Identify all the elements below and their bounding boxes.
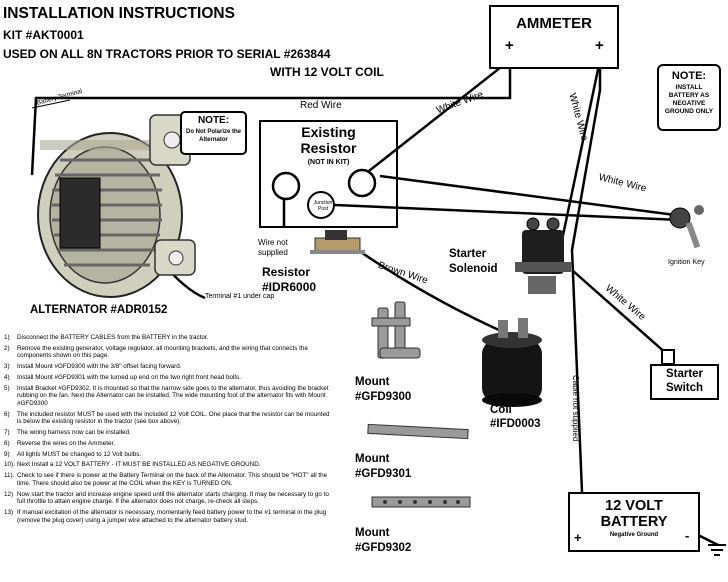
mount-gfd9301-icon	[367, 423, 469, 440]
battery-subtitle: Negative Ground	[609, 532, 659, 538]
battery-label-1: 12 VOLT	[605, 498, 663, 514]
alternator-note-text: Do Not Polarize the Alternator	[185, 129, 241, 143]
coil-label-2: #IFD0003	[490, 418, 541, 430]
instruction-step: 1)Disconnect the BATTERY CABLES from the…	[4, 334, 209, 341]
white-wire-path-5	[571, 269, 669, 356]
ammeter-plus-right: +	[595, 37, 604, 54]
mount-gfd9300-icon	[371, 301, 421, 359]
mount-gfd9302-label-2: #GFD9302	[355, 542, 412, 554]
tractor-applicability: USED ON ALL 8N TRACTORS PRIOR TO SERIAL …	[3, 47, 331, 61]
kit-number: KIT #AKT0001	[3, 28, 84, 42]
battery-label-2: BATTERY	[600, 514, 668, 530]
resistor-part-label-2: #IDR6000	[262, 280, 317, 294]
wire-not-supplied-2: supplied	[258, 248, 288, 257]
instruction-step: 9)All lights MUST be changed to 12 Volt …	[4, 450, 142, 458]
resistor-part-icon	[310, 230, 365, 254]
starter-solenoid-label-1: Starter	[449, 248, 487, 260]
starter-switch-box: Starter Switch	[650, 364, 719, 400]
starter-solenoid-label-2: Solenoid	[449, 263, 498, 275]
coil-icon	[482, 318, 542, 407]
coil-note: WITH 12 VOLT COIL	[270, 65, 384, 79]
instruction-list: 1)Disconnect the BATTERY CABLES from the…	[4, 334, 334, 527]
starter-switch-terminal	[661, 349, 675, 365]
alternator-note-title: NOTE:	[197, 115, 230, 126]
junction-post-label: Junction Post	[313, 200, 333, 212]
ammeter-plus-left: +	[505, 37, 514, 54]
instruction-step: 13)If manual excitation of the alternato…	[4, 508, 327, 524]
terminal-1-label: Terminal #1 under cap	[205, 293, 275, 300]
existing-resistor-box: Existing Resistor (NOT IN KIT) Junction …	[259, 120, 398, 228]
alternator-icon	[37, 114, 196, 298]
instruction-step: 8)Reverse the wires on the Ammeter.	[4, 439, 115, 447]
mount-gfd9302-label-1: Mount	[355, 527, 390, 539]
starter-solenoid-icon	[515, 217, 571, 294]
battery-box: 12 VOLT BATTERY Negative Ground + -	[568, 492, 700, 552]
instruction-step: 12)Now start the tractor and increase en…	[4, 490, 329, 506]
white-wire-path-2	[560, 59, 602, 241]
brown-wire-path	[354, 246, 511, 337]
instruction-step: 2)Remove the existing generator, voltage…	[4, 344, 308, 360]
instruction-step: 7)The wiring harness now can be installe…	[4, 429, 131, 437]
battery-note-text: INSTALL BATTERY AS NEGATIVE GROUND ONLY	[664, 84, 714, 115]
instruction-step: 3)Install Mount #GFD9300 with the 3/8" o…	[4, 363, 182, 371]
battery-note: NOTE: INSTALL BATTERY AS NEGATIVE GROUND…	[657, 64, 721, 131]
existing-resistor-title-1: Existing	[301, 124, 356, 140]
red-wire-path	[30, 60, 512, 176]
battery-plus: +	[574, 530, 582, 545]
mount-gfd9300-label-2: #GFD9300	[355, 391, 412, 403]
white-wire-path-4	[334, 203, 681, 222]
page-title: INSTALLATION INSTRUCTIONS	[3, 5, 235, 22]
alternator-label: ALTERNATOR #ADR0152	[30, 304, 168, 316]
red-wire-label: Red Wire	[300, 100, 342, 111]
battery-minus: -	[685, 528, 690, 543]
ground-lead	[697, 533, 719, 547]
coil-label-1: Coil	[490, 404, 512, 416]
ammeter-label: AMMETER	[516, 15, 592, 32]
white-wire-path-1	[359, 59, 511, 179]
starter-switch-label-2: Switch	[665, 382, 704, 394]
white-wire-path-3	[379, 174, 676, 217]
ignition-key-icon	[669, 205, 704, 249]
mount-gfd9301-label-1: Mount	[355, 453, 390, 465]
instruction-step: 5)Install Bracket #GFD9302. It is mounte…	[4, 384, 329, 407]
instruction-step: 11).Check to see if there is power at th…	[4, 472, 328, 487]
mount-gfd9302-icon	[371, 496, 471, 508]
mount-gfd9300-label-1: Mount	[355, 376, 390, 388]
ignition-key-label: Ignition Key	[668, 259, 705, 266]
ammeter-battery-wire	[570, 60, 602, 493]
existing-resistor-subtitle: (NOT IN KIT)	[307, 159, 350, 166]
instruction-step: 4)Install Mount #GFD9301 with the turned…	[4, 373, 242, 381]
ammeter-box: AMMETER + +	[489, 5, 619, 69]
starter-switch-label-1: Starter	[665, 368, 704, 380]
instruction-step: 6)The included resistor MUST be used wit…	[4, 410, 330, 426]
mount-gfd9301-label-2: #GFD9301	[355, 468, 412, 480]
alternator-note: NOTE: Do Not Polarize the Alternator	[180, 111, 247, 155]
battery-note-title: NOTE:	[671, 70, 707, 82]
existing-resistor-title-2: Resistor	[300, 140, 357, 156]
instruction-step: 10).Next Install a 12 VOLT BATTERY - IT …	[4, 461, 261, 469]
ground-icon	[708, 544, 726, 556]
wire-not-supplied-1: Wire not	[258, 238, 288, 247]
resistor-part-label-1: Resistor	[262, 265, 311, 279]
cable-not-supplied-label: Cable not supplied	[571, 375, 580, 442]
